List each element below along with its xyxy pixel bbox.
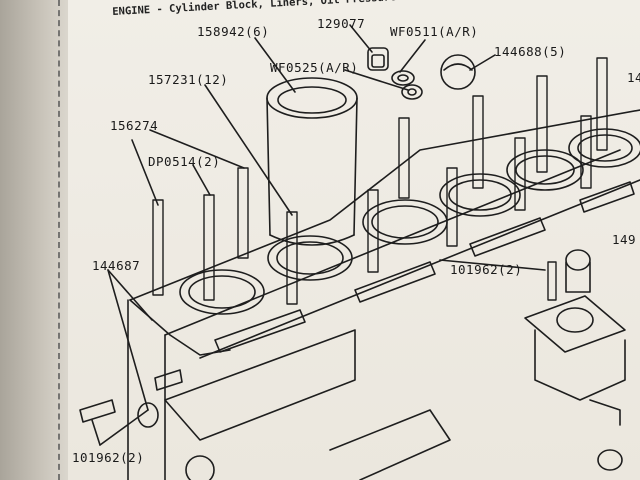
part-label-edge-14: 14 xyxy=(627,70,640,85)
part-label-101962-right: 101962(2) xyxy=(450,262,523,277)
perforation-line xyxy=(58,0,60,480)
part-label-156274: 156274 xyxy=(110,118,159,133)
part-label-129077: 129077 xyxy=(317,16,366,31)
part-label-144688: 144688(5) xyxy=(494,44,567,59)
part-label-wf0511: WF0511(A/R) xyxy=(390,24,479,39)
part-label-edge-149: 149 xyxy=(612,232,637,247)
part-label-101962-bottom: 101962(2) xyxy=(72,450,145,465)
part-label-wf0525: WF0525(A/R) xyxy=(270,60,359,75)
part-label-157231: 157231(12) xyxy=(148,72,229,87)
part-label-158942: 158942(6) xyxy=(197,24,270,39)
part-label-dp0514: DP0514(2) xyxy=(148,154,221,169)
part-label-144687: 144687 xyxy=(92,258,141,273)
